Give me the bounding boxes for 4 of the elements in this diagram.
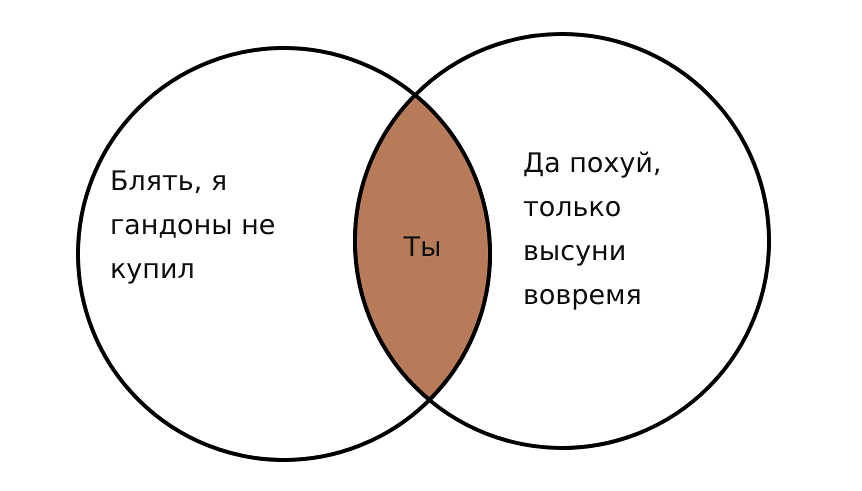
- region-label: Да похуй, только высуни вовремя: [523, 147, 662, 313]
- intersection-area: [355, 95, 490, 400]
- region-label: Ты: [402, 230, 442, 265]
- region-label: Блять, я гандоны не купил: [110, 165, 276, 287]
